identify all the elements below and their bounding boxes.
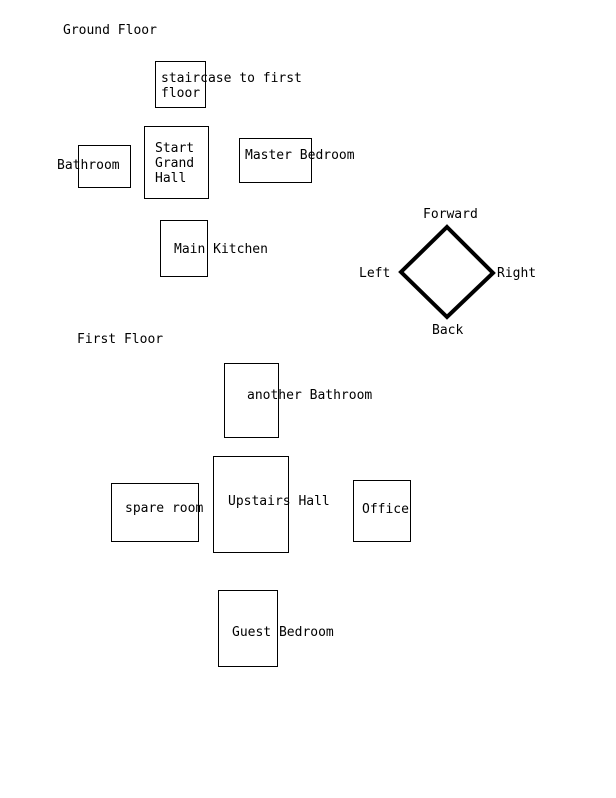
staircase-room	[155, 61, 206, 108]
guest-bedroom-label: Guest Bedroom	[232, 625, 334, 640]
staircase-label: staircase to first floor	[161, 71, 302, 101]
kitchen-room	[160, 220, 208, 277]
another-bathroom-label: another Bathroom	[247, 388, 373, 403]
compass-back-label: Back	[432, 323, 464, 338]
spare-room-room	[111, 483, 199, 542]
office-label: Office	[362, 502, 409, 517]
compass-right-label: Right	[497, 266, 537, 281]
spare-room-label: spare room	[125, 501, 204, 516]
kitchen-label: Main Kitchen	[174, 242, 268, 257]
bathroom-room	[78, 145, 131, 188]
upstairs-hall-room	[213, 456, 289, 553]
master-bedroom-room	[239, 138, 312, 183]
bathroom-label: Bathroom	[57, 158, 120, 173]
grand-hall-room	[144, 126, 209, 199]
grand-hall-label: Start Grand Hall	[155, 141, 195, 186]
office-room	[353, 480, 411, 542]
first-floor-title: First Floor	[77, 332, 164, 347]
compass-diamond	[398, 224, 496, 320]
another-bathroom-room	[224, 363, 279, 438]
compass-forward-label: Forward	[423, 207, 478, 222]
compass-left-label: Left	[359, 266, 391, 281]
master-bedroom-label: Master Bedroom	[245, 148, 355, 163]
ground-floor-title: Ground Floor	[63, 23, 157, 38]
upstairs-hall-label: Upstairs Hall	[228, 494, 330, 509]
guest-bedroom-room	[218, 590, 278, 667]
